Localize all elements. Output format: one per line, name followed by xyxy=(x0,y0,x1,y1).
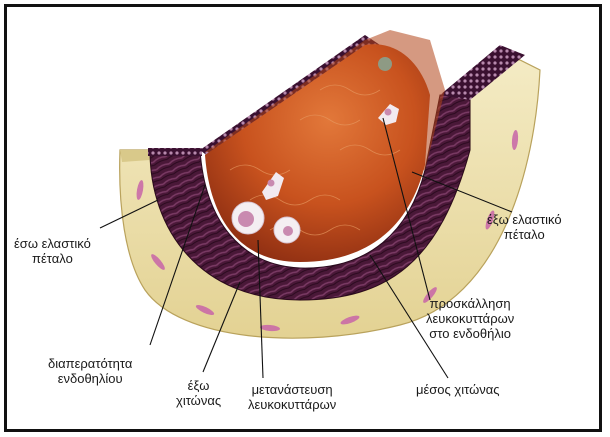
cut-rim xyxy=(120,150,150,162)
label-leukocyte-migration: μετανάστευση λευκοκυττάρων xyxy=(248,382,336,412)
label-leukocyte-recruitment-line3: στο ενδοθήλιο xyxy=(426,326,514,341)
label-tunica-externa-line1: έξω xyxy=(176,378,221,393)
label-leukocyte-recruitment: προσκάλληση λευκοκυττάρων στο ενδοθήλιο xyxy=(426,296,514,341)
label-outer-elastic-lamina-line2: πέταλο xyxy=(487,227,562,242)
label-leukocyte-migration-line2: λευκοκυττάρων xyxy=(248,397,336,412)
label-leukocyte-recruitment-line2: λευκοκυττάρων xyxy=(426,311,514,326)
label-leukocyte-recruitment-line1: προσκάλληση xyxy=(426,296,514,311)
label-inner-elastic-lamina-line1: έσω ελαστικό xyxy=(14,236,91,251)
label-endothelial-permeability-line2: ενδοθηλίου xyxy=(48,371,132,386)
label-outer-elastic-lamina-line1: έξω ελαστικό xyxy=(487,212,562,227)
label-inner-elastic-lamina: έσω ελαστικό πέταλο xyxy=(14,236,91,266)
label-inner-elastic-lamina-line2: πέταλο xyxy=(14,251,91,266)
label-tunica-externa: έξω χιτώνας xyxy=(176,378,221,408)
label-tunica-media-line1: μέσος χιτώνας xyxy=(416,382,500,397)
label-tunica-externa-line2: χιτώνας xyxy=(176,393,221,408)
label-tunica-media: μέσος χιτώνας xyxy=(416,382,500,397)
label-outer-elastic-lamina: έξω ελαστικό πέταλο xyxy=(487,212,562,242)
label-leukocyte-migration-line1: μετανάστευση xyxy=(248,382,336,397)
label-endothelial-permeability-line1: διαπερατότητα xyxy=(48,356,132,371)
label-endothelial-permeability: διαπερατότητα ενδοθηλίου xyxy=(48,356,132,386)
elastic-band-left xyxy=(148,148,202,156)
